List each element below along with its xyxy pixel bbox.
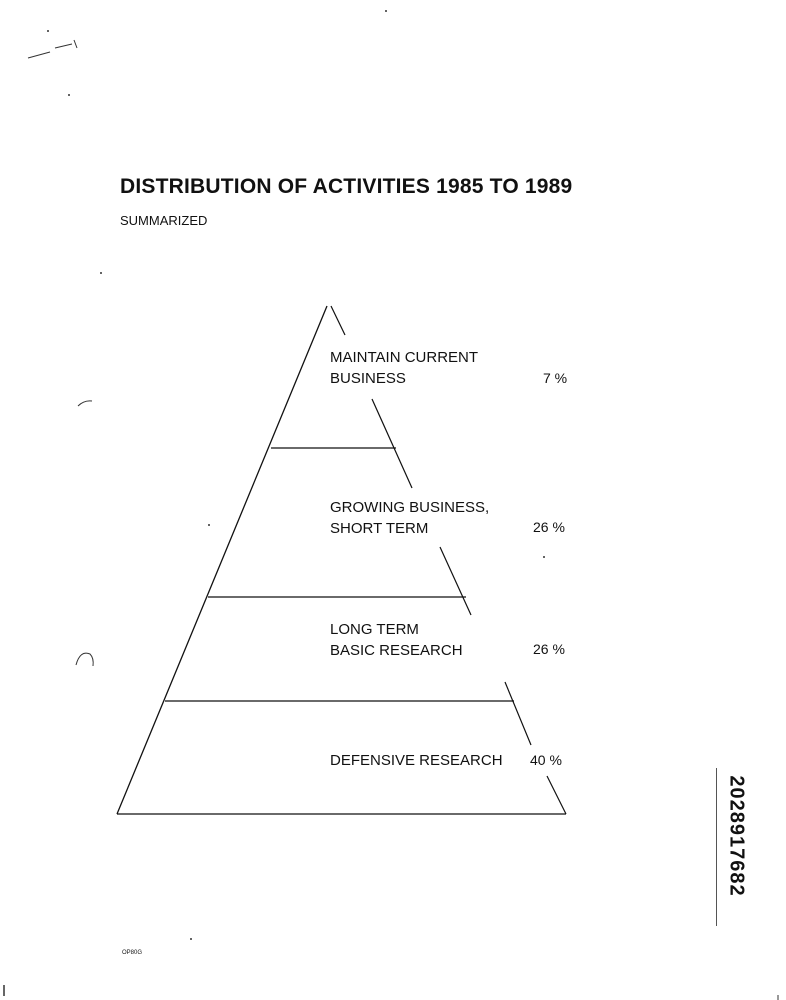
tier-1-label: MAINTAIN CURRENT BUSINESS	[330, 347, 478, 389]
tier-3-label-line-2: BASIC RESEARCH	[330, 642, 463, 659]
tier-1-label-line-2: BUSINESS	[330, 370, 406, 387]
tier-1-label-line-1: MAINTAIN CURRENT	[330, 349, 479, 366]
scan-speck	[68, 94, 70, 96]
tier-3-label-line-1: LONG TERM	[330, 621, 419, 638]
scan-speck	[208, 524, 210, 526]
pyramid-right-segment-2	[371, 398, 413, 489]
form-code: OP80G	[122, 950, 143, 956]
scan-mark-left-curve-1	[77, 400, 93, 407]
tier-2-label-line-2: SHORT TERM	[330, 520, 429, 537]
pyramid-right-segment-1	[330, 305, 346, 336]
pyramid-right-segment-5	[546, 775, 567, 815]
scan-speck	[543, 556, 545, 558]
document-id-bracket	[716, 768, 747, 926]
scan-mark-top-left	[27, 39, 78, 59]
tier-1-percent: 7 %	[543, 370, 568, 386]
tier-2-label: GROWING BUSINESS, SHORT TERM	[330, 497, 489, 539]
tier-3-label: LONG TERM BASIC RESEARCH	[330, 619, 463, 661]
scan-speck	[47, 30, 49, 32]
tier-2-percent: 26 %	[533, 519, 565, 535]
tier-4-label: DEFENSIVE RESEARCH	[330, 750, 503, 771]
pyramid-left-edge	[116, 305, 328, 815]
page-subtitle: SUMMARIZED	[120, 213, 208, 228]
scan-speck	[100, 272, 102, 274]
tier-4-percent: 40 %	[530, 752, 562, 768]
scan-speck	[385, 10, 387, 12]
tier-2-label-line-1: GROWING BUSINESS,	[330, 499, 490, 516]
scan-mark-left-curve-2	[75, 652, 94, 667]
scan-speck	[190, 938, 192, 940]
tier-3-percent: 26 %	[533, 641, 565, 657]
pyramid-right-segment-3	[439, 546, 472, 616]
page-title: DISTRIBUTION OF ACTIVITIES 1985 TO 1989	[120, 175, 573, 198]
tier-4-label-line-1: DEFENSIVE RESEARCH	[330, 752, 503, 769]
pyramid-right-segment-4	[504, 681, 532, 746]
